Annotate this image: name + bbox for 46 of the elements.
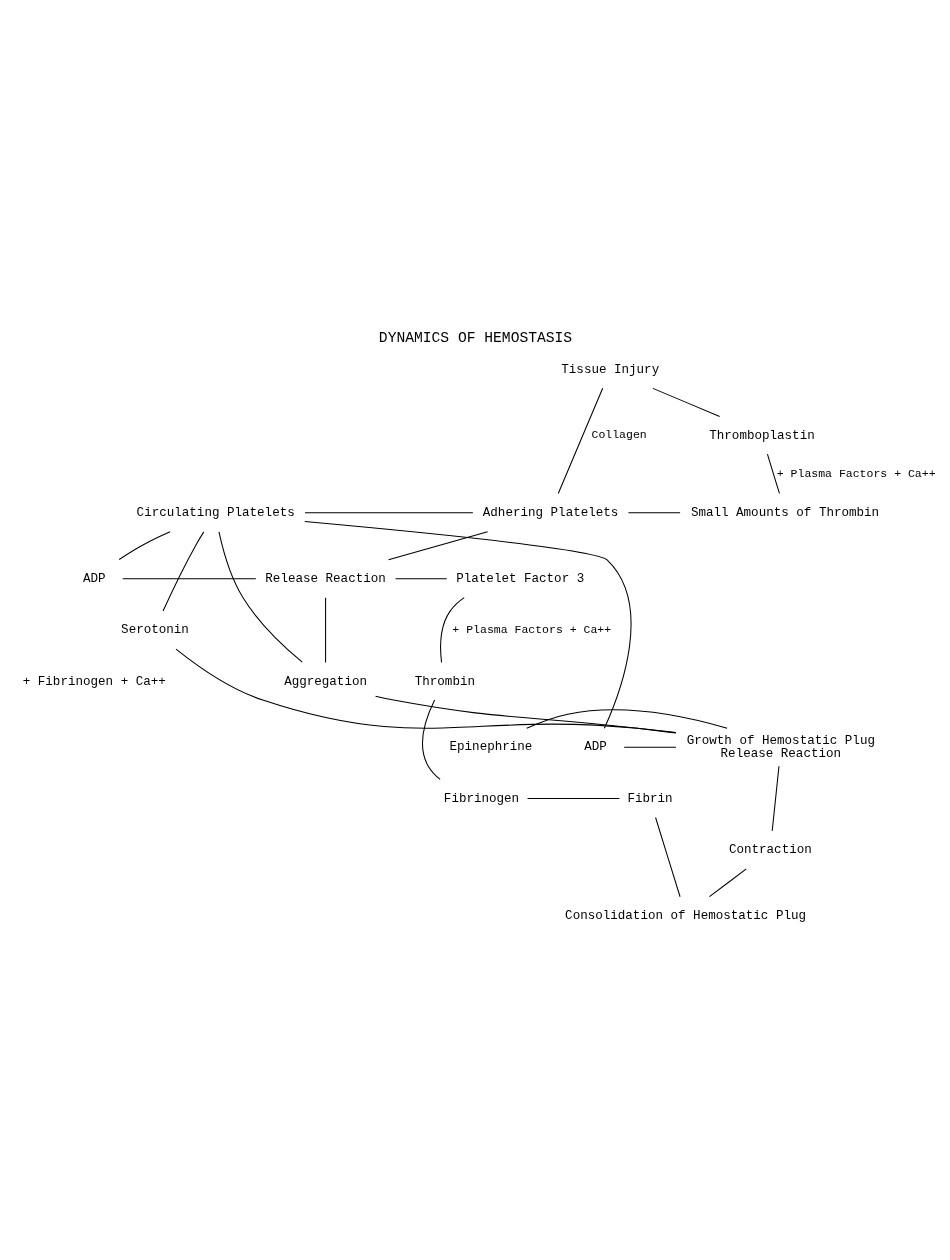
connector	[439, 596, 465, 663]
connector	[303, 511, 473, 513]
node-text: Tissue Injury	[560, 362, 659, 377]
connector	[623, 746, 676, 748]
connector	[324, 596, 326, 663]
connector	[387, 530, 488, 560]
node-text: Epinephrine	[449, 739, 532, 754]
node-text: Adhering Platelets	[482, 505, 618, 520]
node-text: Contraction	[728, 842, 812, 857]
edge-label: Collagen	[591, 427, 647, 441]
connector	[421, 699, 441, 780]
node-text: ADP	[82, 571, 106, 586]
node-text: Growth of Hemostatic Plug Release Reaction	[686, 733, 875, 761]
connector	[374, 695, 676, 734]
connector	[118, 530, 171, 560]
node-text: Thrombin	[414, 674, 475, 688]
node-text: Thromboplastin	[708, 428, 815, 443]
label: + Fibrinogen + Ca++	[22, 674, 166, 688]
diagram-title: DYNAMICS OF HEMOSTASIS	[378, 329, 572, 346]
node-text: Release Reaction	[264, 571, 386, 586]
connector	[708, 867, 747, 897]
connector	[766, 453, 780, 494]
connector	[394, 577, 447, 579]
node-text: Circulating Platelets	[136, 505, 295, 520]
node-text: Small Amounts of Thrombin	[690, 505, 879, 520]
connector	[771, 765, 779, 831]
connector	[627, 511, 681, 513]
node-text: Fibrinogen	[443, 791, 519, 806]
connector	[651, 387, 720, 417]
connector	[525, 708, 728, 729]
connector	[526, 797, 620, 799]
node-text: Serotonin	[120, 622, 189, 637]
connector	[557, 387, 603, 494]
connector	[121, 577, 256, 579]
connector	[217, 530, 303, 663]
node-text: Aggregation	[283, 674, 367, 688]
node-text: ADP	[583, 739, 607, 754]
connector	[654, 816, 681, 897]
edge-label: + Plasma Factors + Ca++	[451, 622, 611, 636]
edge-label: + Plasma Factors + Ca++	[776, 466, 936, 480]
connector	[303, 520, 631, 729]
node-text: Consolidation of Hemostatic Plug	[564, 908, 806, 923]
connector	[175, 648, 676, 733]
node-text: Platelet Factor 3	[455, 571, 584, 586]
connector	[162, 530, 204, 611]
node-text: Fibrin	[626, 791, 673, 806]
